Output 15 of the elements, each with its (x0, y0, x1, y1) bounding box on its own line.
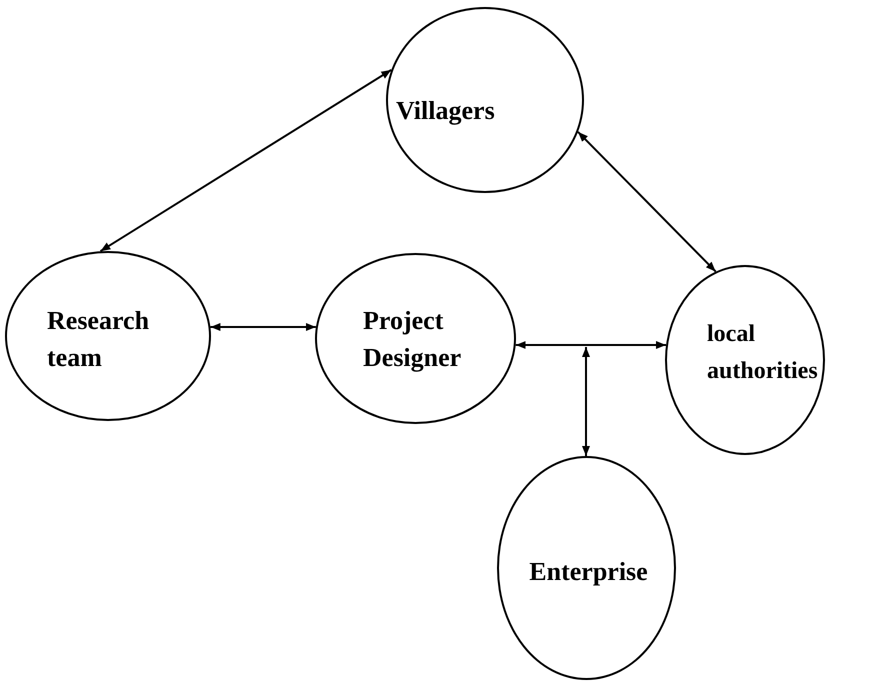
node-label: Villagers (396, 95, 496, 127)
node-label: Enterprise (528, 556, 649, 588)
double-arrow (577, 131, 716, 272)
entity-circle (386, 7, 584, 193)
entity-circle (5, 251, 211, 421)
node-label: local authorities (707, 320, 819, 386)
node-label: Research team (47, 305, 150, 374)
double-arrow (516, 341, 666, 349)
entity-circle (497, 456, 676, 680)
node-label: Project Designer (363, 305, 462, 374)
entity-circle (315, 253, 516, 424)
double-arrow (582, 347, 590, 456)
double-arrow (100, 69, 392, 252)
double-arrow (210, 323, 316, 331)
entity-circle (665, 265, 825, 455)
